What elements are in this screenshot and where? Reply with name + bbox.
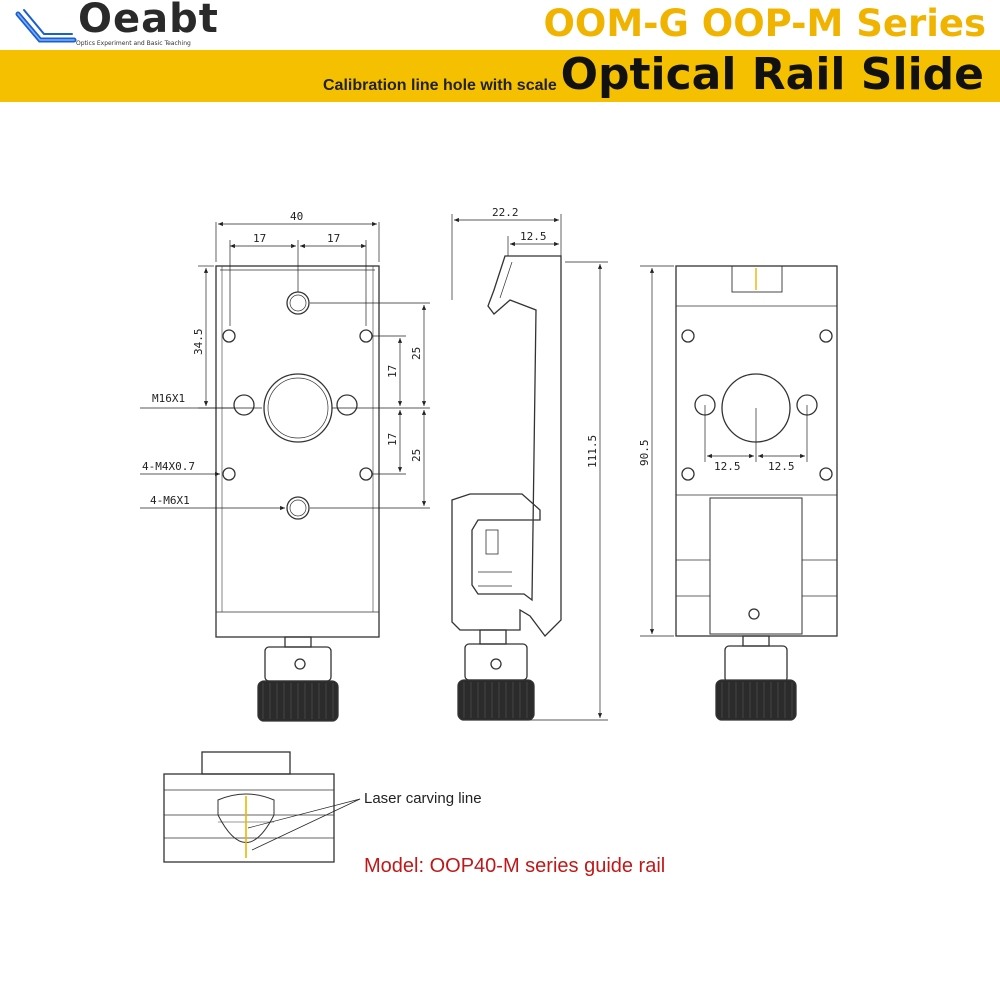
dim-front-lower-17: 17 (386, 433, 399, 446)
dim-front-height-top: 34.5 (192, 329, 205, 356)
model-note: Model: OOP40-M series guide rail (364, 855, 666, 877)
back-clamp-plate (709, 497, 803, 635)
side-m6-hole (233, 394, 255, 416)
banner-subtitle: Calibration line hole with scale (323, 77, 557, 94)
dim-front-half-right: 17 (327, 232, 340, 245)
brand-tagline: Optics Experiment and Basic Teaching (76, 40, 191, 47)
center-m16-hole (263, 373, 333, 443)
back-view (675, 265, 838, 721)
side-m6-hole (336, 394, 358, 416)
product-title: Optical Rail Slide (560, 49, 984, 100)
detail-view (163, 751, 335, 863)
knob-collar (264, 646, 332, 682)
back-knob-collar (724, 645, 788, 683)
dim-front-upper-17: 17 (386, 365, 399, 378)
m4-hole (359, 467, 373, 481)
dim-back-hole-right: 12.5 (768, 460, 795, 473)
dim-side-tip: 12.5 (520, 230, 547, 243)
side-knurl (463, 682, 528, 718)
dim-front-upper-25: 25 (410, 347, 423, 360)
side-view (451, 255, 562, 721)
detail-base (163, 773, 335, 863)
dim-front-lower-25: 25 (410, 449, 423, 462)
front-view (215, 265, 380, 722)
back-body (675, 265, 838, 637)
side-knurled-knob (457, 679, 535, 721)
top-scale-window (731, 265, 783, 293)
detail-top-block (201, 751, 291, 775)
side-profile (451, 255, 562, 637)
front-body (215, 265, 380, 638)
m4-hole (359, 329, 373, 343)
front-knurl (262, 683, 334, 719)
brand-name: Oeabt (78, 0, 219, 42)
label-m6x1: 4-M6X1 (150, 494, 190, 507)
m4-hole (222, 329, 236, 343)
laser-carving-callout: Laser carving line (364, 790, 482, 807)
back-knurled-knob (715, 679, 797, 721)
dim-front-half-left: 17 (253, 232, 266, 245)
clamp-screw (485, 529, 499, 555)
dim-back-height: 90.5 (638, 440, 651, 467)
label-m16x1: M16X1 (152, 392, 185, 405)
back-knurl (721, 682, 793, 718)
title-banner (0, 50, 1000, 102)
dim-back-hole-left: 12.5 (714, 460, 741, 473)
dim-front-width: 40 (290, 210, 303, 223)
m4-hole (222, 467, 236, 481)
label-m4x07: 4-M4X0.7 (142, 460, 195, 473)
dim-side-height: 111.5 (586, 435, 599, 468)
series-title: OOM-G OOP-M Series (543, 2, 986, 45)
dim-side-width: 22.2 (492, 206, 519, 219)
side-knob-collar (464, 643, 528, 681)
bottom-m6-hole (286, 496, 310, 520)
logo-mark-icon (15, 9, 77, 43)
